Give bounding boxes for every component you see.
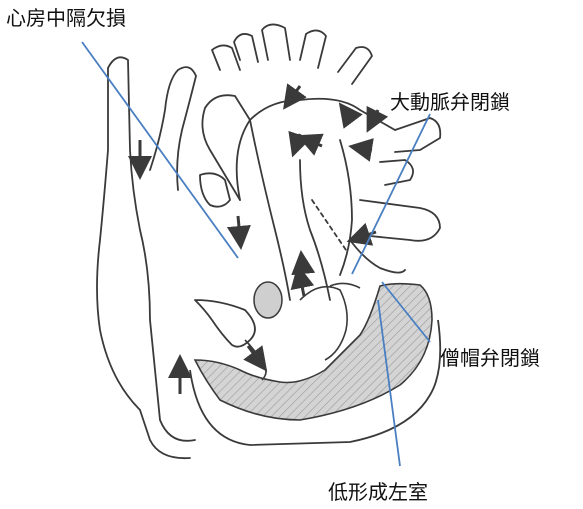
pulmonary-trunk [205, 95, 290, 300]
label-mitral-valve-atresia: 僧帽弁閉鎖 [440, 348, 540, 368]
flow-arrow-icon [140, 86, 378, 394]
superior-vena-cava [108, 57, 195, 441]
label-hypoplastic-left-ventricle: 低形成左室 [328, 482, 428, 502]
label-atrial-septal-defect: 心房中隔欠損 [6, 8, 126, 28]
leader-aortic [352, 114, 430, 274]
leader-asd [82, 42, 238, 258]
left-atrium-outline [350, 240, 405, 273]
label-aortic-valve-atresia: 大動脈弁閉鎖 [390, 92, 510, 112]
heart-outline [195, 300, 255, 347]
